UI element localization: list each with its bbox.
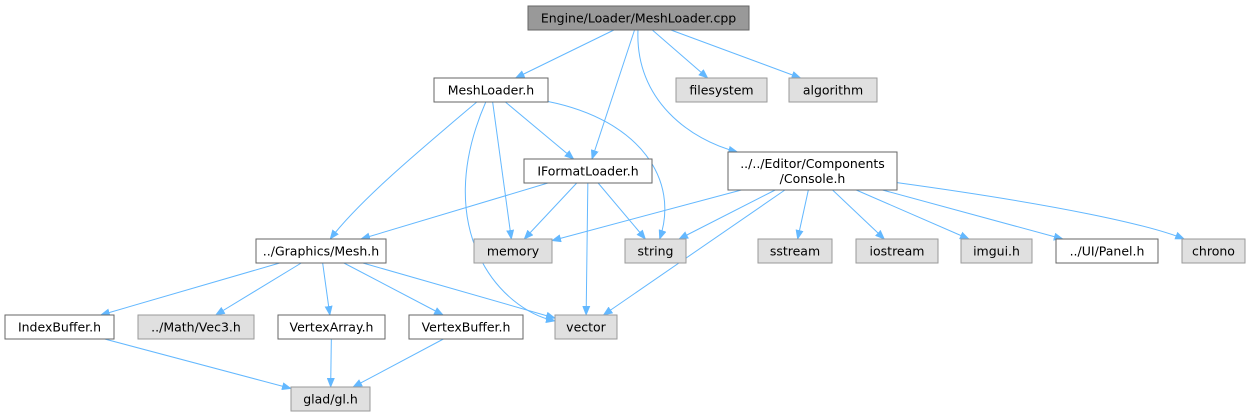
node-label: sstream [770,244,820,259]
nodes-layer: Engine/Loader/MeshLoader.cppMeshLoader.h… [4,5,1246,412]
edge-meshloader_h-to-string [547,100,667,240]
node-label: filesystem [689,83,753,98]
node-box [433,77,549,103]
node-label: vector [566,320,607,335]
node-label: Engine/Loader/MeshLoader.cpp [541,11,736,26]
edge-console_h-to-vector [602,189,786,316]
node-box [255,238,387,264]
node-label: memory [487,244,540,259]
node-label: algorithm [803,83,863,98]
node-root: Engine/Loader/MeshLoader.cpp [527,5,750,31]
edge-console_h-to-imgui_h [856,189,970,240]
node-label: imgui.h [973,244,1020,259]
node-label: ../../Editor/Components [740,156,885,171]
edge-iformatloader_h-to-string [597,182,647,240]
node-meshloader_h[interactable]: MeshLoader.h [433,77,549,103]
node-box [855,238,939,264]
node-sstream: sstream [757,238,833,264]
node-box [408,314,524,340]
node-label: /Console.h [780,171,846,186]
node-box [4,314,115,340]
node-imgui_h: imgui.h [960,238,1033,264]
node-label: MeshLoader.h [448,83,534,98]
node-algorithm: algorithm [788,77,878,103]
node-label: IndexBuffer.h [18,320,101,335]
node-panel_h[interactable]: ../UI/Panel.h [1055,238,1159,264]
node-box [277,314,386,340]
edge-meshloader_h-to-iformatloader_h [505,101,575,160]
edge-iformatloader_h-to-memory [523,182,578,240]
edges-layer [99,29,1186,391]
edge-console_h-to-memory [551,189,742,243]
node-label: glad/gl.h [303,392,358,407]
edge-meshloader_h-to-mesh_h [329,101,478,240]
node-box [554,314,618,340]
node-chrono: chrono [1181,238,1246,264]
edge-meshloader_h-to-vector [464,101,556,324]
edge-mesh_h-to-vertexbuffer_h [343,262,444,316]
edge-root-to-console_h [637,29,739,154]
node-box [473,238,553,264]
edge-vertexbuffer_h-to-gl_h [352,338,444,388]
node-box [757,238,833,264]
node-label: string [638,244,674,259]
node-box [527,5,750,31]
node-label: ../UI/Panel.h [1070,244,1145,259]
edge-console_h-to-chrono [896,182,1186,240]
node-memory: memory [473,238,553,264]
edge-root-to-algorithm [670,29,802,79]
node-vertexarray_h[interactable]: VertexArray.h [277,314,386,340]
node-string: string [624,238,687,264]
node-box [675,77,768,103]
edge-root-to-iformatloader_h [590,29,636,160]
node-label: IFormatLoader.h [537,164,638,179]
edge-console_h-to-iostream [832,189,886,240]
node-mesh_h[interactable]: ../Graphics/Mesh.h [255,238,387,264]
node-vec3_h: ../Math/Vec3.h [137,314,255,340]
edge-iformatloader_h-to-vector [582,182,591,316]
node-iformatloader_h[interactable]: IFormatLoader.h [523,158,653,184]
edge-console_h-to-string [678,189,776,240]
node-box [523,158,653,184]
node-box [788,77,878,103]
node-label: chrono [1192,244,1235,259]
node-gl_h: glad/gl.h [290,386,371,412]
node-label: ../Math/Vec3.h [151,320,241,335]
node-box [1055,238,1159,264]
edge-mesh_h-to-indexbuffer_h [99,262,280,317]
node-indexbuffer_h[interactable]: IndexBuffer.h [4,314,115,340]
node-iostream: iostream [855,238,939,264]
node-label: ../Graphics/Mesh.h [263,244,379,259]
node-label: iostream [870,244,925,259]
node-box [137,314,255,340]
edge-mesh_h-to-vertexarray_h [322,262,333,316]
edge-mesh_h-to-vec3_h [214,262,302,316]
node-filesystem: filesystem [675,77,768,103]
edge-console_h-to-panel_h [882,189,1064,241]
node-vector: vector [554,314,618,340]
node-label: VertexBuffer.h [422,320,511,335]
node-box [290,386,371,412]
edge-root-to-filesystem [652,29,709,79]
edge-console_h-to-sstream [795,189,809,240]
node-box [624,238,687,264]
node-box [960,238,1033,264]
node-label: VertexArray.h [290,320,374,335]
edge-vertexarray_h-to-gl_h [326,338,335,388]
edge-mesh_h-to-vector [362,262,556,320]
edge-indexbuffer_h-to-gl_h [104,338,292,391]
node-console_h[interactable]: ../../Editor/Components/Console.h [727,151,898,191]
node-vertexbuffer_h[interactable]: VertexBuffer.h [408,314,524,340]
edge-root-to-meshloader_h [514,29,615,79]
node-box [727,151,898,191]
edge-meshloader_h-to-memory [492,101,515,240]
node-box [1181,238,1246,264]
edge-iformatloader_h-to-mesh_h [360,182,549,241]
